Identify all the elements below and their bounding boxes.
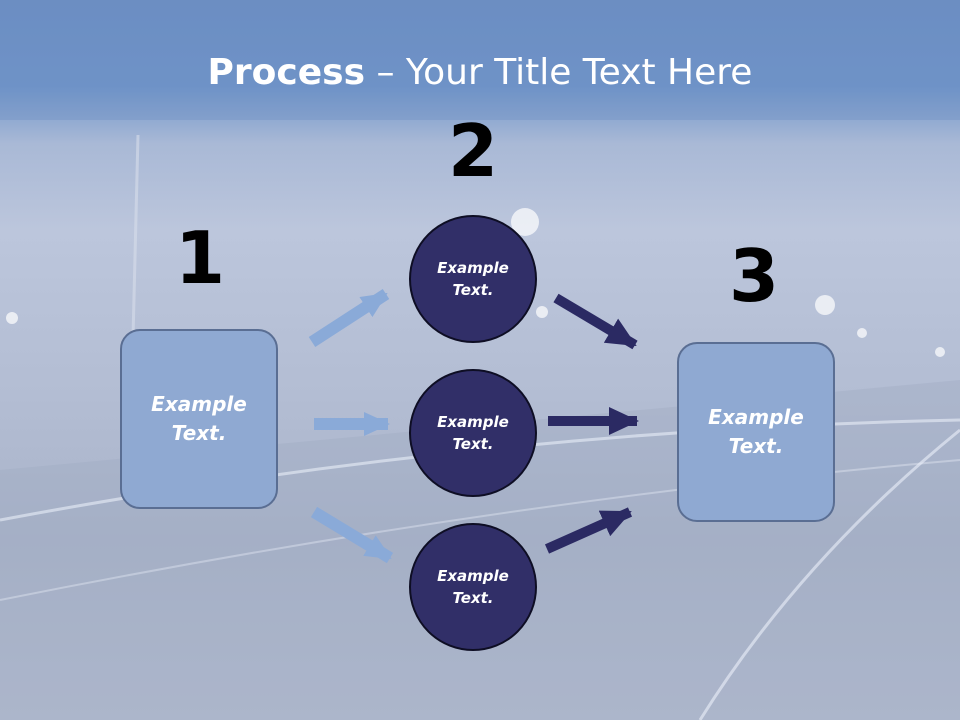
slide-title: Process – Your Title Text Here: [0, 52, 960, 93]
arrow-left-to-top: [308, 288, 390, 348]
step-number-2: 2: [447, 109, 499, 193]
arrow-left-to-bottom: [310, 506, 394, 564]
right-text-box: Example Text.: [677, 342, 835, 522]
bottom-circle: Example Text.: [409, 523, 537, 651]
arrow-top-to-right: [553, 293, 638, 350]
middle-circle: Example Text.: [409, 369, 537, 497]
step-number-1: 1: [174, 216, 226, 300]
top-circle: Example Text.: [409, 215, 537, 343]
step-number-3: 3: [728, 234, 780, 318]
arrow-bottom-to-right: [544, 507, 633, 554]
left-text-box: Example Text.: [120, 329, 278, 509]
title-rest-text: – Your Title Text Here: [365, 52, 753, 93]
title-bold-text: Process: [207, 52, 366, 93]
